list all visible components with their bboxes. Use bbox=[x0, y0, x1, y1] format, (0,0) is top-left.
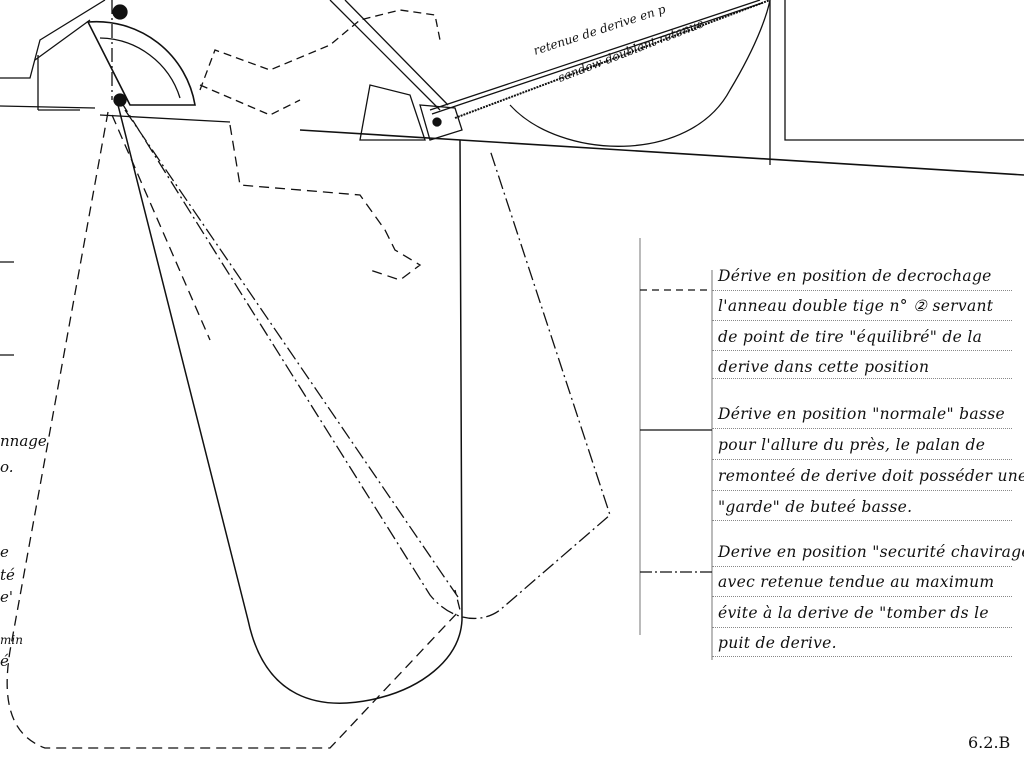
left-fragment: o. bbox=[0, 458, 14, 476]
hull-bottom-line bbox=[299, 129, 1024, 176]
legend-2-line-1: Dérive en position "normale" basse bbox=[718, 405, 1005, 423]
fairlead-block bbox=[359, 84, 426, 141]
sandow-loop bbox=[509, 0, 771, 147]
ruled-line bbox=[712, 596, 1012, 597]
pulley-sheave bbox=[432, 117, 442, 127]
legend-1-line-3: de point de tire "équilibré" de la bbox=[718, 328, 983, 346]
centerboard-dashed bbox=[6, 111, 461, 749]
quadrant-inner bbox=[99, 37, 181, 99]
ruled-line bbox=[712, 490, 1012, 491]
trunk-box bbox=[34, 19, 91, 111]
left-fragment: nnage bbox=[0, 432, 47, 450]
legend-1-line-2: l'anneau double tige n° ② servant bbox=[718, 297, 994, 315]
legend-3-line-2: avec retenue tendue au maximum bbox=[718, 573, 995, 591]
bulkhead bbox=[769, 0, 1024, 165]
ruled-line bbox=[712, 656, 1012, 657]
left-fragment: min bbox=[0, 633, 23, 647]
legend-2-line-4: "garde" de buteé basse. bbox=[718, 498, 913, 516]
ruled-line bbox=[712, 378, 1012, 379]
ruled-line bbox=[712, 290, 1012, 291]
upper-pin bbox=[112, 4, 128, 20]
ruled-line bbox=[712, 428, 1012, 429]
ruled-line bbox=[712, 520, 1012, 521]
legend-3-line-3: évite à la derive de "tomber ds le bbox=[718, 604, 989, 622]
centerboard-dashdot bbox=[111, 0, 611, 620]
left-fragment: e bbox=[0, 543, 9, 561]
ruled-line bbox=[712, 566, 1012, 567]
left-fragment: té bbox=[0, 566, 15, 584]
sandow-rope bbox=[454, 0, 771, 119]
hull-top-left bbox=[0, 0, 106, 79]
left-ticks bbox=[0, 261, 14, 356]
ruled-line bbox=[712, 320, 1012, 321]
quadrant-plate bbox=[86, 20, 196, 106]
dashed-linkage bbox=[199, 9, 441, 116]
legend-3-line-4: puit de derive. bbox=[718, 634, 837, 652]
legend-1-line-4: derive dans cette position bbox=[718, 358, 930, 376]
pulley-housing bbox=[419, 104, 463, 141]
legend-1-line-1: Dérive en position de decrochage bbox=[718, 267, 992, 285]
ruled-line bbox=[712, 459, 1012, 460]
legend-2-line-2: pour l'allure du près, le palan de bbox=[718, 436, 986, 454]
deck-line bbox=[0, 105, 231, 123]
centerboard-solid bbox=[117, 104, 463, 704]
left-fragment: e' bbox=[0, 588, 14, 606]
legend-frame bbox=[639, 238, 713, 660]
legend-2-line-3: remonteé de derive doit posséder une bbox=[718, 467, 1024, 485]
legend-3-line-1: Derive en position "securité chavirage" bbox=[718, 543, 1024, 561]
ruled-line bbox=[712, 350, 1012, 351]
rope-to-top bbox=[329, 0, 449, 111]
left-fragment: é bbox=[0, 652, 9, 670]
pivot-pin bbox=[113, 93, 127, 107]
sheet-number: 6.2.B bbox=[968, 733, 1011, 752]
retenue-rope bbox=[429, 0, 763, 115]
ruled-line bbox=[712, 627, 1012, 628]
